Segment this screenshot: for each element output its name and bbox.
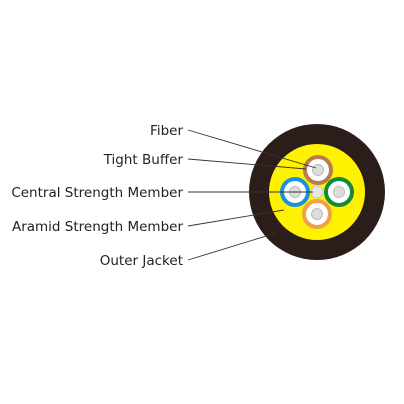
leader-line-outer-jacket [187, 232, 277, 261]
leader-line-fiber [187, 129, 317, 169]
label-outer-jacket: Outer Jacket [100, 253, 183, 269]
label-tight-buffer: Tight Buffer [103, 152, 184, 168]
label-central-strength-member: Central Strength Member [11, 185, 183, 201]
fiber-core-brown [312, 164, 324, 176]
label-fiber: Fiber [150, 123, 183, 139]
fiber-core-green [333, 186, 345, 198]
fiber-unit-brown [303, 155, 333, 185]
fiber-unit-orange [302, 199, 332, 229]
leader-line-tight-buffer [187, 158, 307, 170]
fiber-unit-green [324, 177, 354, 207]
fiber-core-orange [311, 208, 323, 220]
label-aramid-strength-member: Aramid Strength Member [12, 219, 183, 235]
leader-line-aramid-strength-member [187, 209, 285, 227]
